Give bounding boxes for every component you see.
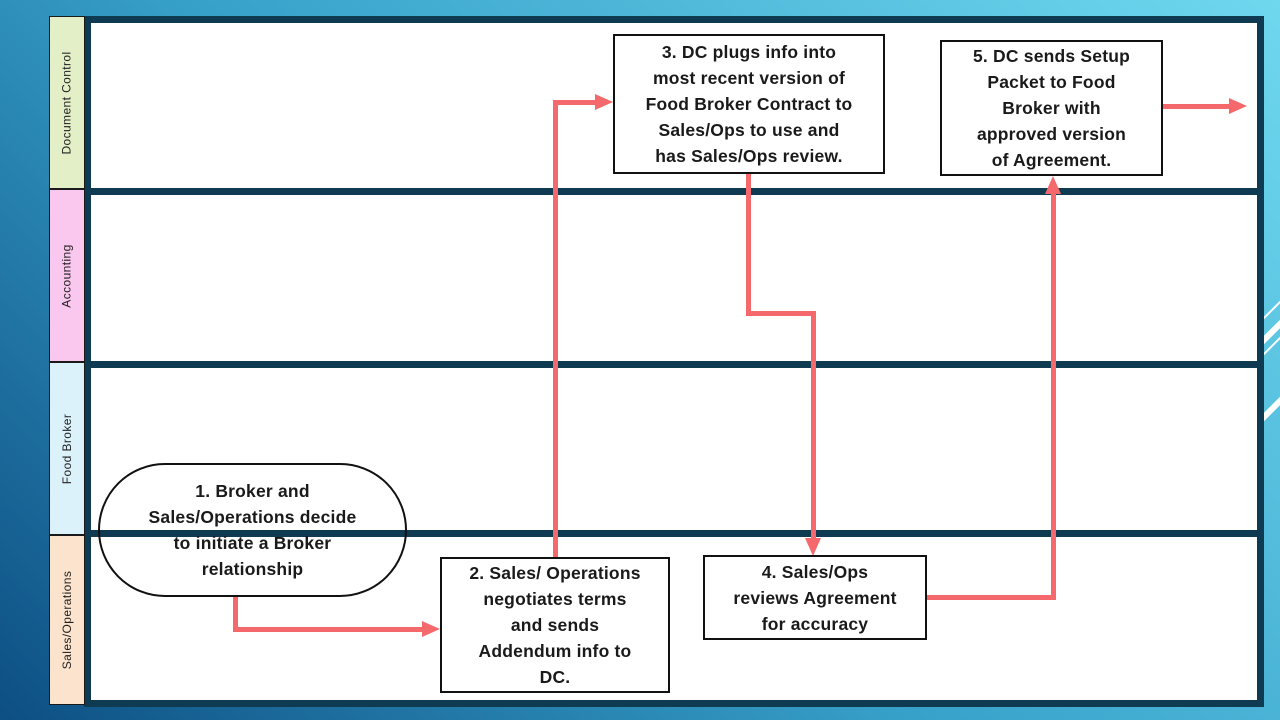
- step-4-process-box[interactable]: 4. Sales/Ops reviews Agreement for accur…: [703, 555, 927, 640]
- lane-label: Food Broker: [60, 413, 74, 484]
- arrowhead-into-step4-icon: [805, 538, 821, 556]
- arrowhead-offslide-icon: [1229, 98, 1247, 114]
- lane-header-sales-operations: Sales/Operations: [49, 535, 85, 705]
- lane-label: Document Control: [60, 50, 75, 155]
- connector-step1-step2: [233, 597, 238, 630]
- step-3-process-box[interactable]: 3. DC plugs info into most recent versio…: [613, 34, 885, 174]
- connector-step2-step3: [553, 100, 558, 557]
- connector-step5-offslide: [1162, 104, 1230, 109]
- arrowhead-into-step3-icon: [595, 94, 613, 110]
- step-5-process-box[interactable]: 5. DC sends Setup Packet to Food Broker …: [940, 40, 1163, 176]
- lane-divider-food-broker: [84, 530, 1264, 537]
- connector-step4-step5: [1051, 194, 1056, 600]
- lane-label: Accounting: [60, 243, 74, 308]
- lane-header-food-broker: Food Broker: [49, 362, 85, 535]
- lane-header-document-control: Document Control: [49, 16, 85, 189]
- step-1-terminator[interactable]: 1. Broker and Sales/Operations decide to…: [98, 463, 407, 597]
- connector-step4-step5: [927, 595, 1056, 600]
- lane-label: Sales/Operations: [60, 570, 75, 670]
- arrowhead-into-step2-icon: [422, 621, 440, 637]
- lane-divider-accounting: [84, 361, 1264, 368]
- connector-step3-step4: [746, 174, 751, 316]
- lane-header-accounting: Accounting: [49, 189, 85, 362]
- lane-divider-document-control: [84, 188, 1264, 195]
- connector-step2-step3: [553, 100, 595, 105]
- connector-step3-step4: [811, 311, 816, 538]
- connector-step1-step2: [233, 627, 422, 632]
- connector-step3-step4: [746, 311, 816, 316]
- step-2-process-box[interactable]: 2. Sales/ Operations negotiates terms an…: [440, 557, 670, 693]
- arrowhead-into-step5-icon: [1045, 176, 1061, 194]
